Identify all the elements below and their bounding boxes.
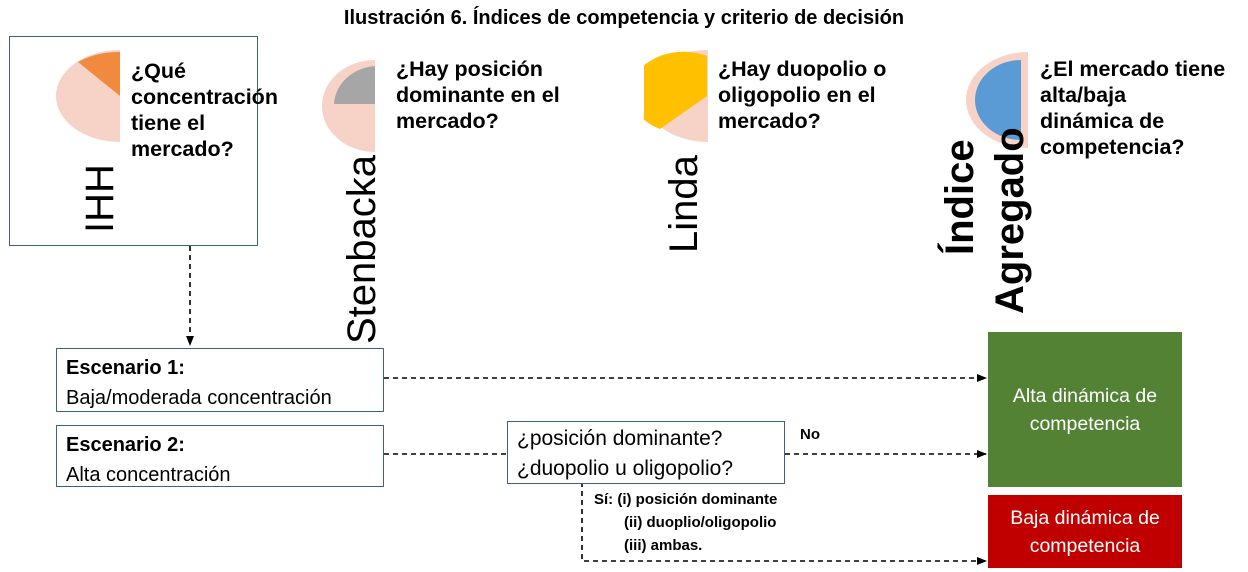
- pie-slice: [78, 51, 120, 96]
- no-label: No: [800, 426, 820, 443]
- linda-label: Linda: [662, 155, 706, 253]
- linda-pie-icon: [644, 50, 708, 142]
- agregado-question: ¿El mercado tiene alta/baja dinámica de …: [1040, 57, 1226, 159]
- agregado-pie-icon: [966, 52, 1028, 148]
- ihh-label: IHH: [78, 164, 122, 233]
- high-line-1: Alta dinámica de: [1012, 385, 1158, 407]
- indice-label: Índice: [938, 139, 982, 255]
- low-line-2: competencia: [1029, 535, 1141, 557]
- agregado-label: Agregado: [988, 127, 1032, 314]
- stenbacka-pie-icon: [322, 60, 375, 152]
- low-line-1: Baja dinámica de: [1010, 507, 1160, 529]
- decision-box: ¿posición dominante? ¿duopolio u oligopo…: [507, 421, 785, 484]
- high-competition-box: Alta dinámica de competencia: [988, 332, 1182, 487]
- scenario-2-text: Alta concentración: [66, 464, 231, 486]
- ihh-pie-icon: [56, 50, 120, 142]
- pie-slice: [334, 66, 375, 104]
- scenario-1-text: Baja/moderada concentración: [66, 387, 332, 409]
- ihh-question: ¿Qué concentración tiene el mercado?: [131, 59, 278, 161]
- pie-slice: [975, 60, 1021, 140]
- linda-question: ¿Hay duopolio o oligopolio en el mercado…: [718, 57, 887, 133]
- scenario-2-box: Escenario 2: Alta concentración: [56, 425, 384, 487]
- si-label-3: (iii) ambas.: [624, 537, 703, 554]
- si-label-2: (ii) duoplio/oligopolio: [624, 514, 777, 531]
- scenario-1-title: Escenario 1:: [66, 357, 185, 379]
- low-competition-box: Baja dinámica de competencia: [988, 495, 1182, 568]
- si-label-1: Sí: (i) posición dominante: [594, 491, 778, 508]
- scenario-1-box: Escenario 1: Baja/moderada concentración: [56, 348, 384, 412]
- decision-line-2: ¿duopolio u oligopolio?: [517, 457, 733, 480]
- diagram-title: Ilustración 6. Índices de competencia y …: [343, 7, 905, 29]
- stenbacka-question: ¿Hay posición dominante en el mercado?: [396, 57, 560, 133]
- high-line-2: competencia: [1029, 413, 1141, 435]
- decision-line-1: ¿posición dominante?: [517, 427, 723, 450]
- scenario-2-title: Escenario 2:: [66, 434, 185, 456]
- stenbacka-label: Stenbacka: [340, 154, 384, 344]
- pie-slice: [644, 51, 707, 129]
- ihh-box: [9, 36, 258, 246]
